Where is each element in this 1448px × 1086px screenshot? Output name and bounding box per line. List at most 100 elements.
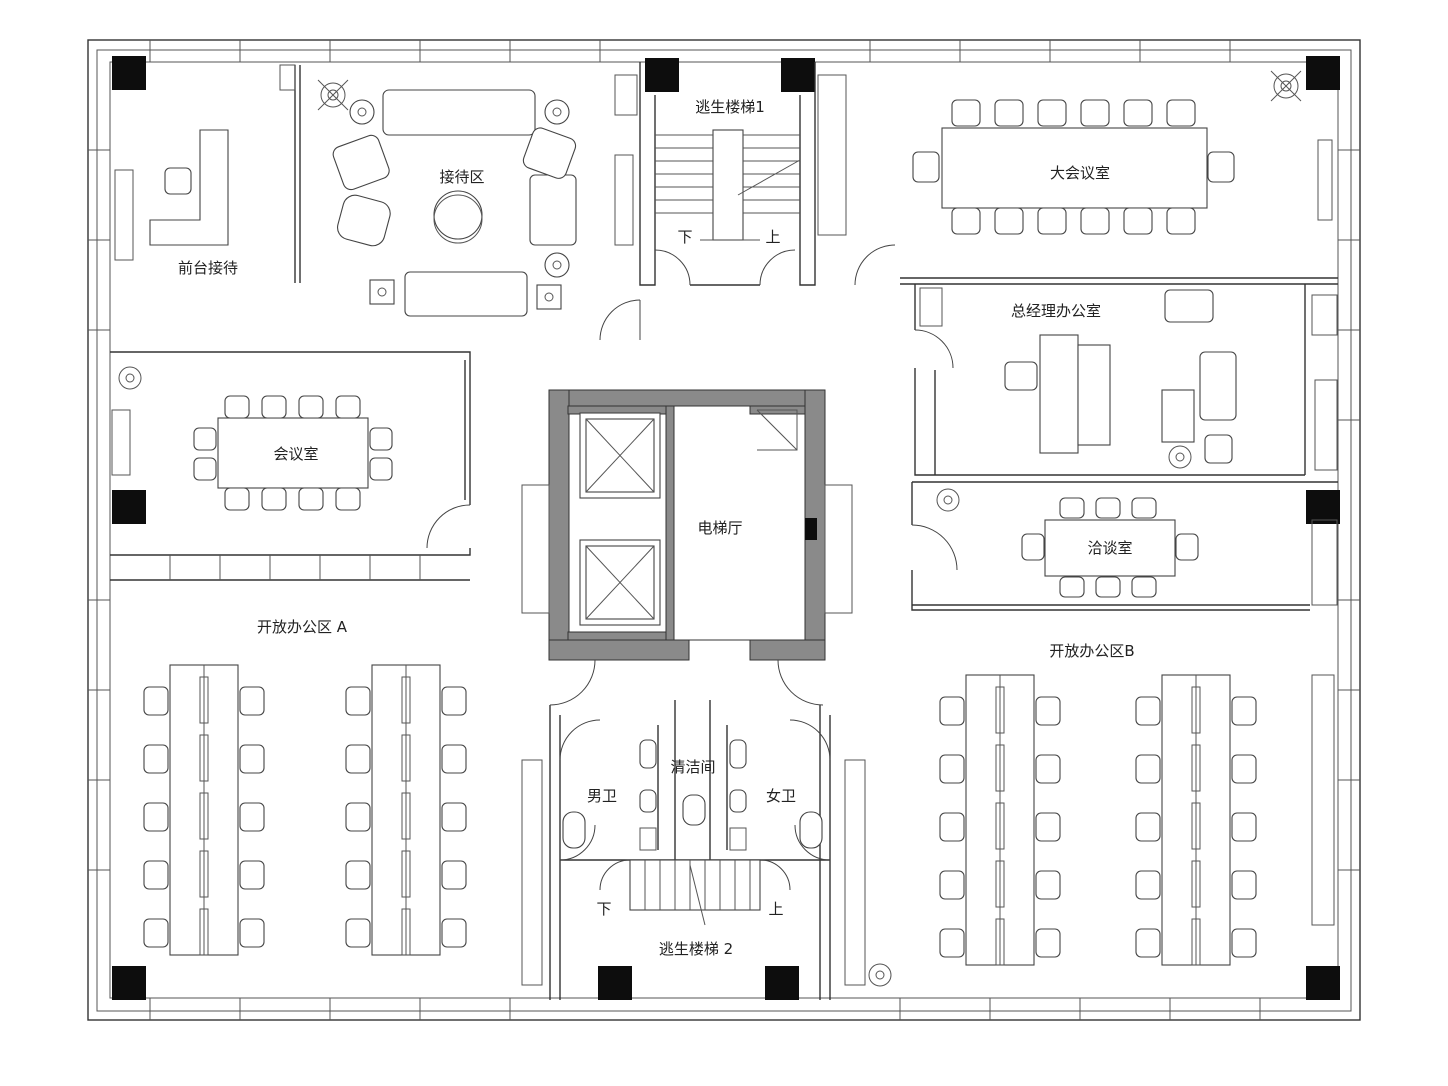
monitor: [1191, 802, 1201, 850]
monitor: [199, 908, 209, 956]
monitor: [401, 908, 411, 956]
outer-walls: [87, 39, 1361, 1021]
chair: [1123, 99, 1153, 127]
monitor: [401, 850, 411, 898]
label-stair1-down: 下: [677, 228, 692, 246]
chair: [441, 860, 467, 890]
chair: [1035, 754, 1061, 784]
plant-icon: [1270, 70, 1302, 102]
chair: [143, 860, 169, 890]
chair: [224, 395, 250, 419]
chair: [1035, 928, 1061, 958]
chair: [939, 754, 965, 784]
chair: [441, 744, 467, 774]
interior-walls: [110, 62, 1338, 1000]
doors: [426, 244, 958, 891]
chair: [1037, 207, 1067, 235]
monitor: [1191, 860, 1201, 908]
chair: [1131, 576, 1157, 598]
urinal: [639, 789, 657, 813]
plant-icon: [118, 366, 142, 390]
meeting-table: [111, 366, 421, 580]
label-open-office-a: 开放办公区 A: [257, 618, 348, 636]
chair: [951, 99, 981, 127]
chair: [239, 744, 265, 774]
chair: [1080, 207, 1110, 235]
chair: [939, 812, 965, 842]
label-women-wc: 女卫: [766, 787, 796, 805]
chair: [1037, 99, 1067, 127]
label-cleaning-room: 清洁间: [670, 758, 715, 776]
stair-1: [655, 129, 801, 241]
monitor: [995, 860, 1005, 908]
chair: [239, 686, 265, 716]
chair: [143, 686, 169, 716]
chair: [335, 487, 361, 511]
monitor: [995, 744, 1005, 792]
chair: [939, 696, 965, 726]
chair: [1059, 497, 1085, 519]
chair: [193, 457, 217, 481]
monitor: [995, 918, 1005, 966]
label-stair1: 逃生楼梯1: [695, 98, 765, 116]
chair: [1135, 870, 1161, 900]
sink: [729, 789, 747, 813]
label-meeting: 会议室: [273, 445, 318, 463]
reception-lounge: [317, 79, 577, 317]
chair: [1135, 812, 1161, 842]
plant-icon: [317, 79, 349, 111]
chair: [951, 207, 981, 235]
wall-cabinets: [614, 74, 1335, 926]
chair: [1095, 497, 1121, 519]
chair: [1131, 497, 1157, 519]
toilet: [682, 794, 706, 826]
chair: [261, 487, 287, 511]
chair: [335, 395, 361, 419]
chair: [143, 918, 169, 948]
chair: [1080, 99, 1110, 127]
monitor: [1191, 686, 1201, 734]
structural-columns: [112, 56, 1340, 1000]
toilet: [799, 811, 823, 849]
chair: [345, 860, 371, 890]
elevator-car: [579, 539, 661, 626]
chair: [1035, 812, 1061, 842]
chair: [261, 395, 287, 419]
sofa: [382, 89, 536, 136]
label-open-office-b: 开放办公区B: [1049, 642, 1134, 660]
plant-icon: [868, 963, 892, 987]
armchair: [337, 194, 391, 247]
chair: [1035, 870, 1061, 900]
label-big-meeting: 大会议室: [1050, 164, 1110, 182]
chair: [1035, 696, 1061, 726]
label-men-wc: 男卫: [587, 787, 617, 805]
open-office-desks: [143, 664, 1257, 966]
monitor: [401, 792, 411, 840]
chair: [1231, 812, 1257, 842]
chair: [1123, 207, 1153, 235]
label-gm-office: 总经理办公室: [1011, 302, 1101, 320]
sofa: [404, 271, 528, 317]
sink: [729, 739, 747, 769]
room-labels: 逃生楼梯1 接待区 前台接待 大会议室 总经理办公室 会议室 电梯厅 洽谈室 开…: [178, 98, 1135, 958]
label-stair2: 逃生楼梯 2: [659, 940, 733, 958]
chair: [939, 928, 965, 958]
elevator-core: [521, 389, 853, 661]
chair: [939, 870, 965, 900]
plant-icon: [1168, 445, 1192, 469]
label-negotiation: 洽谈室: [1087, 539, 1132, 557]
chair: [193, 427, 217, 451]
monitor: [199, 676, 209, 724]
stair-2: [629, 859, 761, 926]
armchair: [332, 134, 390, 191]
chair: [1231, 696, 1257, 726]
chair: [164, 167, 192, 195]
chair: [345, 744, 371, 774]
monitor: [199, 792, 209, 840]
monitor: [995, 686, 1005, 734]
monitor: [995, 802, 1005, 850]
sofa: [529, 174, 577, 246]
big-meeting-table: [912, 70, 1333, 235]
chair: [994, 207, 1024, 235]
chair: [1135, 754, 1161, 784]
